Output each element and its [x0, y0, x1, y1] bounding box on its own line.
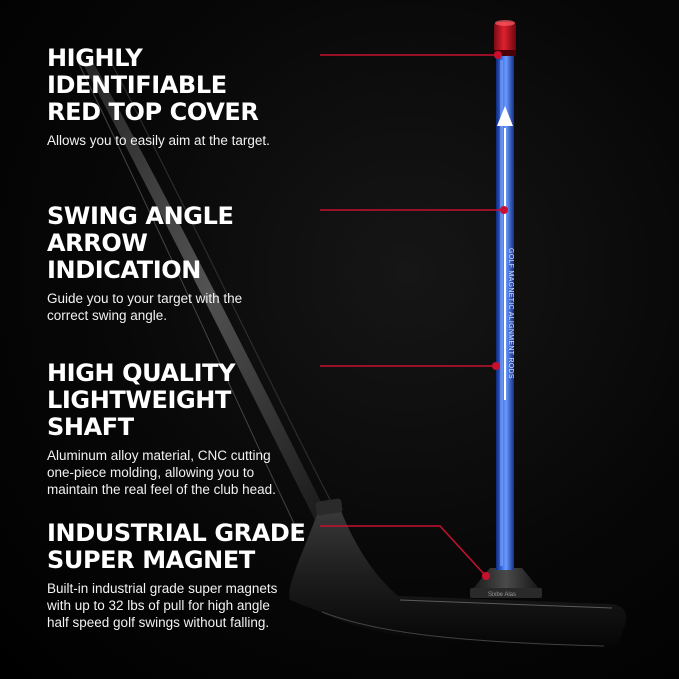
feature-title-line2: RED TOP COVER: [47, 98, 259, 126]
callout-dot-magnet: [482, 572, 490, 580]
feature-description-line: maintain the real feel of the club head.: [47, 482, 276, 497]
feature-description-line: correct swing angle.: [47, 308, 168, 323]
feature-title: SWING ANGLE ARROW INDICATION: [47, 203, 327, 284]
feature-swing-angle-arrow: SWING ANGLE ARROW INDICATION Guide you t…: [47, 203, 327, 324]
feature-description-line: half speed golf swings without falling.: [47, 615, 270, 630]
magnet-base: Sixbe Alas: [470, 568, 542, 598]
feature-title: INDUSTRIAL GRADE SUPER MAGNET: [47, 520, 317, 574]
feature-description-line: with up to 32 lbs of pull for high angle: [47, 598, 270, 613]
feature-title-line2: LIGHTWEIGHT SHAFT: [47, 386, 231, 441]
feature-description-line: Allows you to easily aim at the target.: [47, 133, 270, 148]
feature-red-top-cover: HIGHLY IDENTIFIABLE RED TOP COVER Allows…: [47, 45, 327, 149]
alignment-rod: GOLF MAGNETIC ALIGNMENT RODS: [496, 48, 514, 570]
callout-dot-shaft: [492, 362, 500, 370]
feature-title-line1: INDUSTRIAL GRADE: [47, 519, 306, 547]
feature-title-line1: SWING ANGLE ARROW: [47, 202, 234, 257]
golf-club-shaft: [77, 59, 339, 537]
feature-lightweight-shaft: HIGH QUALITY LIGHTWEIGHT SHAFT Aluminum …: [47, 360, 317, 498]
callout-dot-arrow: [500, 206, 508, 214]
red-top-cover: [494, 20, 516, 56]
feature-title-line2: INDICATION: [47, 256, 201, 284]
callout-dot-top-cover: [494, 51, 502, 59]
feature-description: Aluminum alloy material, CNC cutting one…: [47, 447, 317, 498]
rod-label: GOLF MAGNETIC ALIGNMENT RODS: [507, 248, 514, 379]
feature-description-line: Aluminum alloy material, CNC cutting: [47, 448, 271, 463]
feature-description-line: one-piece molding, allowing you to: [47, 465, 255, 480]
feature-title: HIGHLY IDENTIFIABLE RED TOP COVER: [47, 45, 327, 126]
callout-lines: [320, 51, 508, 580]
golf-club-head: [289, 498, 627, 648]
feature-title-line1: HIGHLY IDENTIFIABLE: [47, 44, 227, 99]
feature-description: Built-in industrial grade super magnets …: [47, 580, 317, 631]
feature-title: HIGH QUALITY LIGHTWEIGHT SHAFT: [47, 360, 317, 441]
feature-description-line: Guide you to your target with the: [47, 291, 243, 306]
feature-description-line: Built-in industrial grade super magnets: [47, 581, 278, 596]
feature-title-line2: SUPER MAGNET: [47, 546, 255, 574]
feature-description: Allows you to easily aim at the target.: [47, 132, 327, 149]
feature-super-magnet: INDUSTRIAL GRADE SUPER MAGNET Built-in i…: [47, 520, 317, 631]
base-label: Sixbe Alas: [488, 592, 516, 598]
arrow-up-icon: [497, 106, 513, 126]
feature-description: Guide you to your target with the correc…: [47, 290, 327, 324]
feature-title-line1: HIGH QUALITY: [47, 359, 236, 387]
callout-line-magnet: [320, 525, 485, 575]
